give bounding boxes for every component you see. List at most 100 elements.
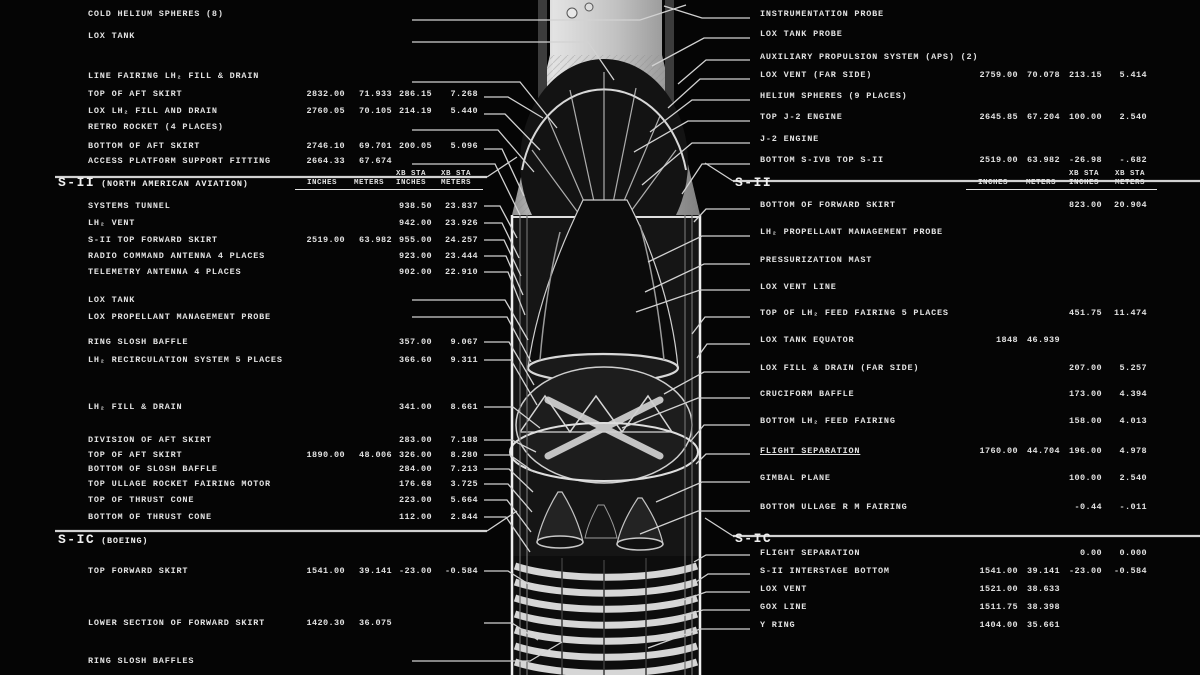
row-label: RETRO ROCKET (4 PLACES) [88, 122, 224, 132]
row-value: 451.75 [1068, 308, 1102, 318]
leader-line [484, 406, 541, 429]
row-label: LOX LH₂ FILL AND DRAIN [88, 106, 218, 116]
leader-line [484, 570, 531, 586]
row-value: 100.00 [1068, 112, 1102, 122]
row-value: 158.00 [1068, 416, 1102, 426]
row-value: 9.067 [450, 337, 478, 347]
leader-line [641, 142, 750, 186]
row-value: -0.584 [444, 566, 478, 576]
stage-code: S-IC [735, 531, 773, 546]
row-label: LINE FAIRING LH₂ FILL & DRAIN [88, 71, 260, 81]
row-value: 35.661 [1026, 620, 1060, 630]
row-label: LOX VENT LINE [760, 282, 837, 292]
row-value: 1521.00 [979, 584, 1018, 594]
leader-line [484, 239, 522, 277]
leader-line [696, 343, 750, 359]
row-label: BOTTOM OF THRUST CONE [88, 512, 212, 522]
row-value: 24.257 [444, 235, 478, 245]
row-label: TOP OF THRUST CONE [88, 495, 195, 505]
row-label: LOX TANK EQUATOR [760, 335, 855, 345]
row-value: 4.013 [1119, 416, 1147, 426]
row-value: -0.584 [1113, 566, 1147, 576]
row-value: 2.540 [1119, 112, 1147, 122]
row-value: 63.982 [358, 235, 392, 245]
leader-line [484, 113, 541, 151]
row-label: LOX TANK [88, 295, 136, 305]
row-value: 2.540 [1119, 473, 1147, 483]
section-divider [704, 517, 734, 537]
skirt-seams [561, 558, 647, 675]
row-value: 7.268 [450, 89, 478, 99]
leader-line [621, 397, 750, 429]
leader-line [695, 453, 750, 465]
row-value: 46.939 [1026, 335, 1060, 345]
ring-baffles [513, 562, 699, 675]
section-divider [486, 156, 518, 178]
row-value: 200.05 [398, 141, 432, 151]
leader-line [484, 96, 544, 119]
row-label: TOP OF AFT SKIRT [88, 89, 183, 99]
row-value: 2760.05 [306, 106, 345, 116]
row-value: 63.982 [1026, 155, 1060, 165]
row-value: 20.904 [1113, 200, 1147, 210]
row-value: 11.474 [1113, 308, 1147, 318]
row-value: 70.105 [358, 106, 392, 116]
leader-line [644, 263, 750, 293]
row-label: TOP J-2 ENGINE [760, 112, 843, 122]
row-value: 67.204 [1026, 112, 1060, 122]
row-value: 71.933 [358, 89, 392, 99]
leader-line [412, 316, 532, 363]
section-header-s-ii: S-II (NORTH AMERICAN AVIATION) [58, 176, 249, 191]
leader-line [412, 163, 521, 216]
row-value: 214.19 [398, 106, 432, 116]
leader-line [484, 516, 531, 553]
row-label: DIVISION OF AFT SKIRT [88, 435, 212, 445]
row-label: BOTTOM OF SLOSH BAFFLE [88, 464, 218, 474]
row-value: 207.00 [1068, 363, 1102, 373]
leader-line [693, 554, 750, 563]
row-label: TOP OF AFT SKIRT [88, 450, 183, 460]
row-value: 326.00 [398, 450, 432, 460]
row-value: 4.394 [1119, 389, 1147, 399]
row-value: 44.704 [1026, 446, 1060, 456]
row-label: LOX PROPELLANT MANAGEMENT PROBE [88, 312, 271, 322]
row-value: 39.141 [358, 566, 392, 576]
leader-line [484, 499, 532, 533]
row-label: GIMBAL PLANE [760, 473, 831, 483]
leader-line [412, 129, 535, 173]
row-value: 23.926 [444, 218, 478, 228]
leader-line [484, 454, 535, 473]
row-value: 1760.00 [979, 446, 1018, 456]
column-header: METERS [342, 170, 396, 190]
leader-line [663, 371, 750, 395]
stage-code: S-IC [58, 532, 96, 547]
row-value: 0.00 [1079, 548, 1102, 558]
leader-line [484, 148, 525, 197]
section-divider [704, 162, 734, 182]
row-label: LOX TANK [88, 31, 136, 41]
row-label: PRESSURIZATION MAST [760, 255, 873, 265]
row-value: -23.00 [398, 566, 432, 576]
row-value: 23.444 [444, 251, 478, 261]
row-value: 902.00 [398, 267, 432, 277]
row-value: 357.00 [398, 337, 432, 347]
row-value: 3.725 [450, 479, 478, 489]
row-value: -.682 [1119, 155, 1147, 165]
row-value: 38.398 [1026, 602, 1060, 612]
row-label: TOP OF LH₂ FEED FAIRING 5 PLACES [760, 308, 949, 318]
s2-engine-cluster [536, 491, 664, 551]
row-value: 1541.00 [306, 566, 345, 576]
row-label: BOTTOM ULLAGE R M FAIRING [760, 502, 908, 512]
row-value: 2645.85 [979, 112, 1018, 122]
interstage-rim [509, 422, 699, 482]
column-header: METERS [1014, 170, 1068, 190]
row-label: CRUCIFORM BAFFLE [760, 389, 855, 399]
row-value: 36.075 [358, 618, 392, 628]
leader-line [691, 316, 750, 335]
leader-line [695, 573, 750, 583]
row-value: 2746.10 [306, 141, 345, 151]
row-value: 1848 [995, 335, 1018, 345]
